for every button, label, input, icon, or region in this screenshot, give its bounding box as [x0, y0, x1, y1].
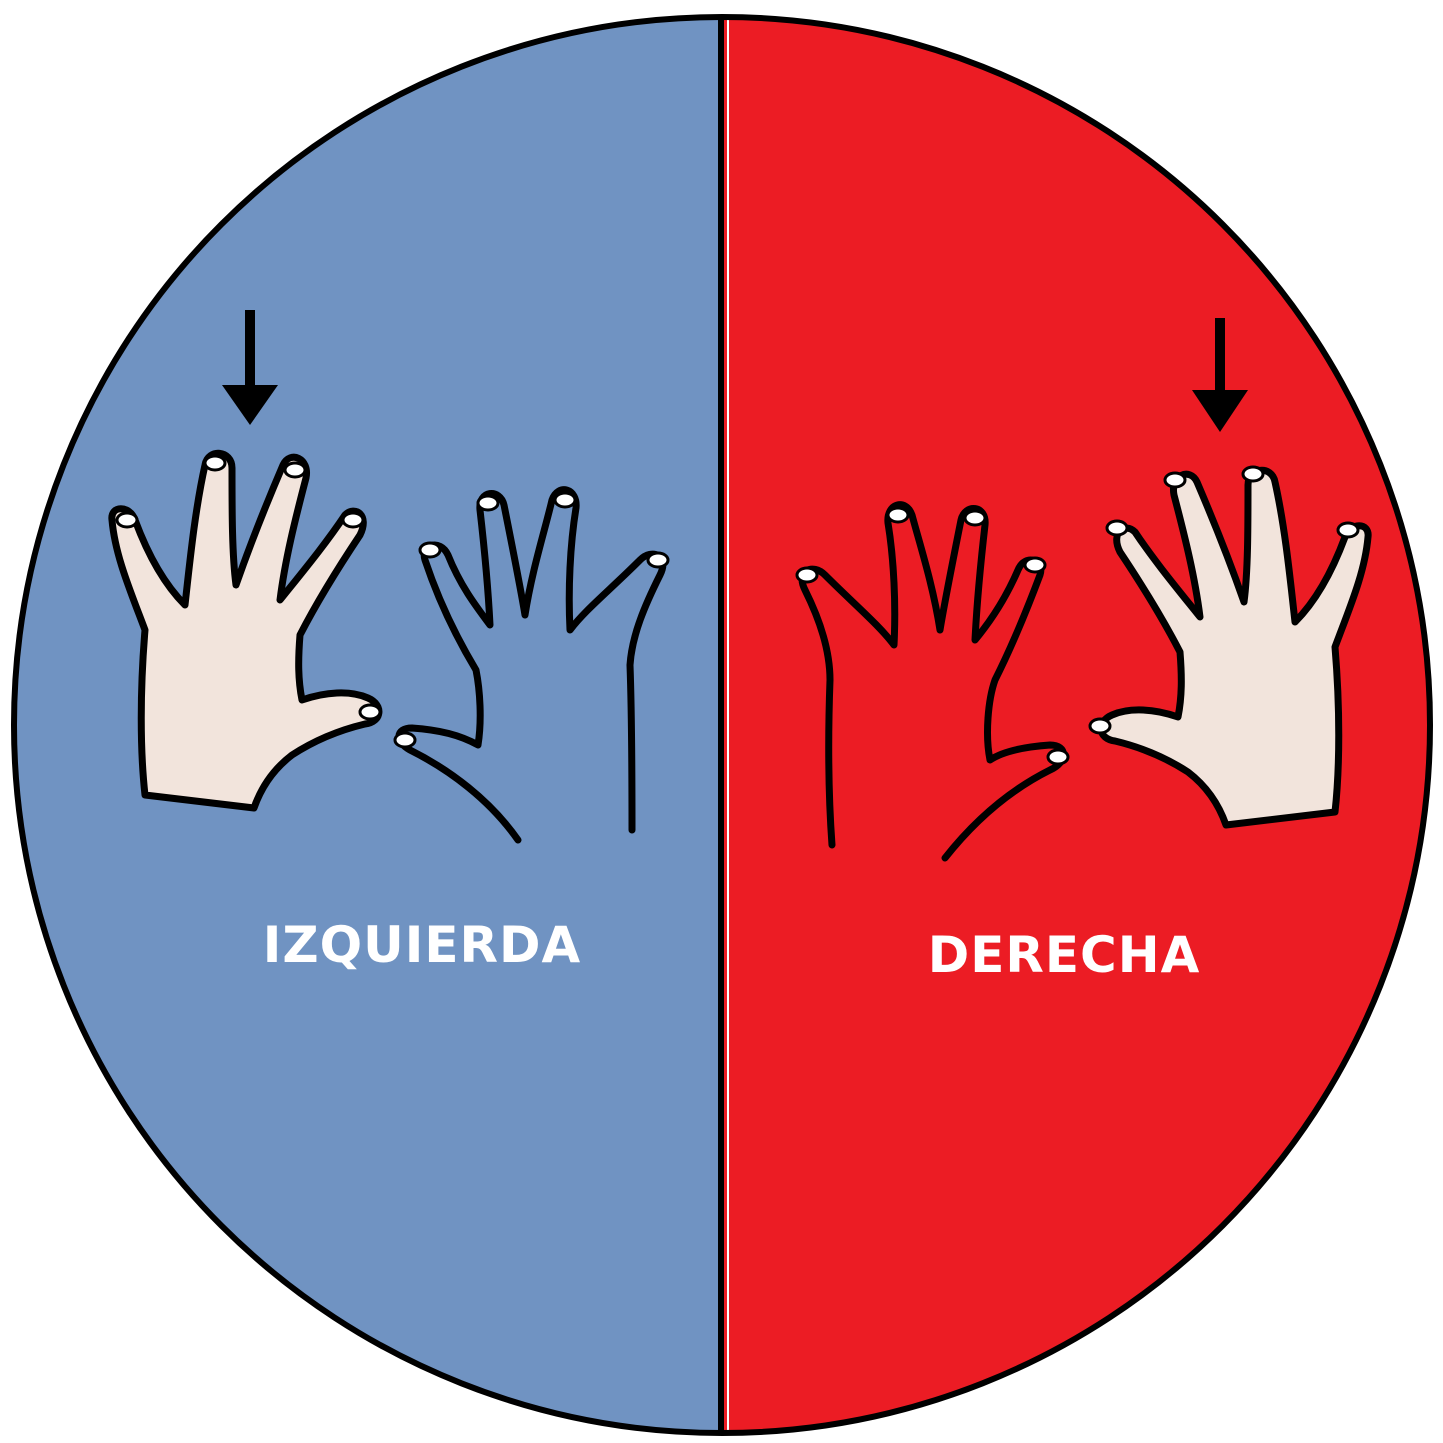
right-hand-icon — [1088, 465, 1372, 829]
left-hand-icon — [108, 449, 383, 812]
down-arrow-icon — [1192, 318, 1248, 432]
circle-outline — [11, 14, 1433, 1436]
right-hand-outline-icon — [393, 486, 670, 844]
left-label: IZQUIERDA — [263, 916, 581, 974]
left-hand-outline-icon — [795, 501, 1070, 862]
down-arrow-icon — [222, 310, 278, 425]
right-label: DERECHA — [928, 926, 1201, 984]
